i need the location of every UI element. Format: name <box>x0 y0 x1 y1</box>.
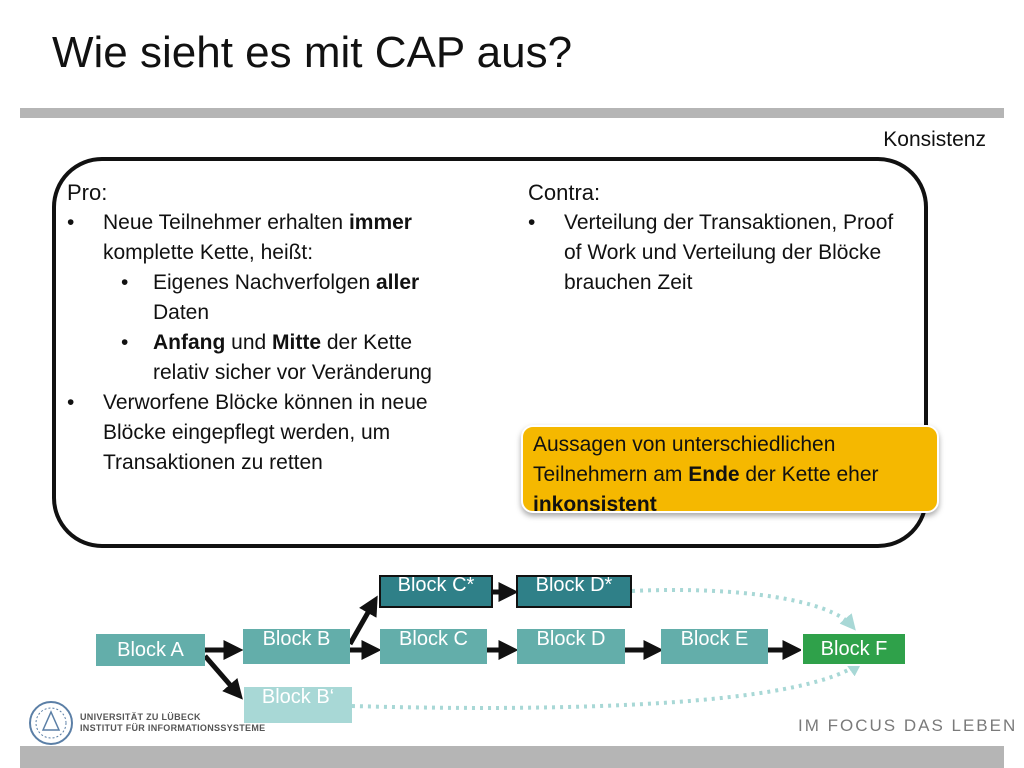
bullet-icon: • <box>528 211 536 234</box>
block-a: Block A <box>96 634 205 666</box>
block-f: Block F <box>801 632 907 666</box>
block-c: Block C <box>380 629 487 664</box>
block-b: Block B <box>243 629 350 664</box>
bullet-icon: • <box>121 331 129 354</box>
pro-subitem-2: • Anfang und Mitte der Kette relativ sic… <box>67 328 462 388</box>
arrow-a-b2 <box>203 654 243 700</box>
block-c-star: Block C* <box>379 575 493 608</box>
slide-title: Wie sieht es mit CAP aus? <box>52 28 573 77</box>
contra-item-1: • Verteilung der Transaktionen, Proof of… <box>528 208 898 298</box>
pro-item-2: • Verworfene Blöcke können in neue Blöck… <box>67 388 462 478</box>
contra-column: Contra: • Verteilung der Transaktionen, … <box>528 178 898 298</box>
bullet-icon: • <box>67 211 75 234</box>
pro-item-1: • Neue Teilnehmer erhalten immer komplet… <box>67 208 462 268</box>
arrow-b-cstar <box>347 595 378 646</box>
block-d-star: Block D* <box>516 575 632 608</box>
bullet-icon: • <box>67 391 75 414</box>
inconsistency-callout: Aussagen von unterschiedlichen Teilnehme… <box>521 425 939 516</box>
bullet-icon: • <box>121 271 129 294</box>
university-logo-text: UNIVERSITÄT ZU LÜBECK INSTITUT FÜR INFOR… <box>80 712 266 733</box>
pro-subitem-1: • Eigenes Nachverfolgen aller Daten <box>67 268 462 328</box>
dotted-arrow-dstar-f <box>631 588 856 631</box>
title-divider <box>20 108 1004 118</box>
pro-column: Pro: • Neue Teilnehmer erhalten immer ko… <box>67 178 462 478</box>
slogan: IM FOCUS DAS LEBEN <box>798 716 1018 735</box>
university-seal-icon <box>29 701 73 745</box>
block-e: Block E <box>661 629 768 664</box>
block-d: Block D <box>517 629 625 664</box>
pro-heading: Pro: <box>67 180 108 205</box>
block-b-prime: Block B‘ <box>244 687 352 723</box>
bottom-bar <box>20 746 1004 768</box>
dotted-arrow-b2-f <box>351 660 863 710</box>
contra-heading: Contra: <box>528 180 601 205</box>
section-label: Konsistenz <box>883 128 986 151</box>
content-frame <box>52 157 928 548</box>
